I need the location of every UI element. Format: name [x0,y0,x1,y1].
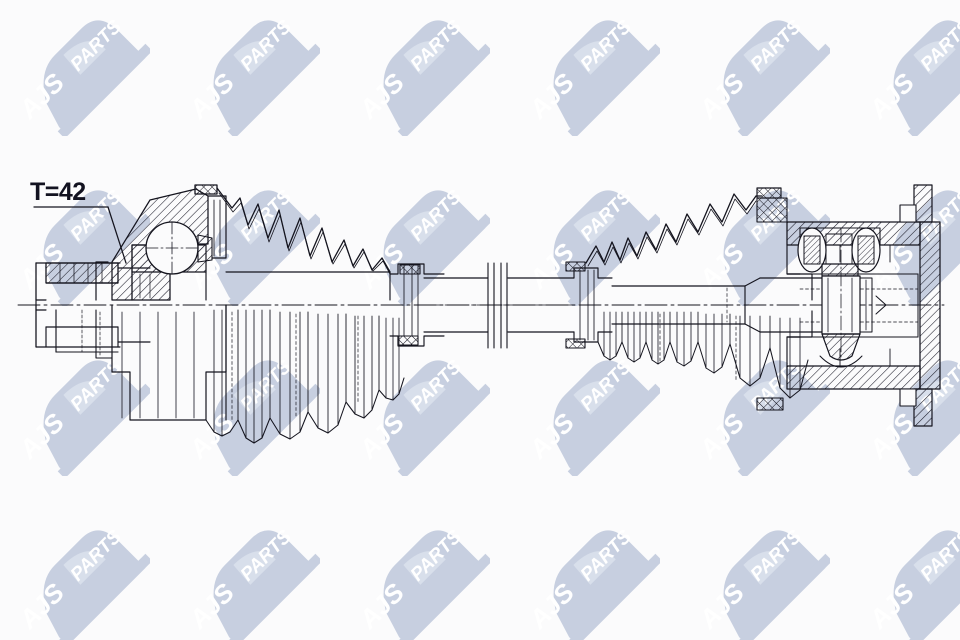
spline-count-label: T=42 [30,178,86,206]
